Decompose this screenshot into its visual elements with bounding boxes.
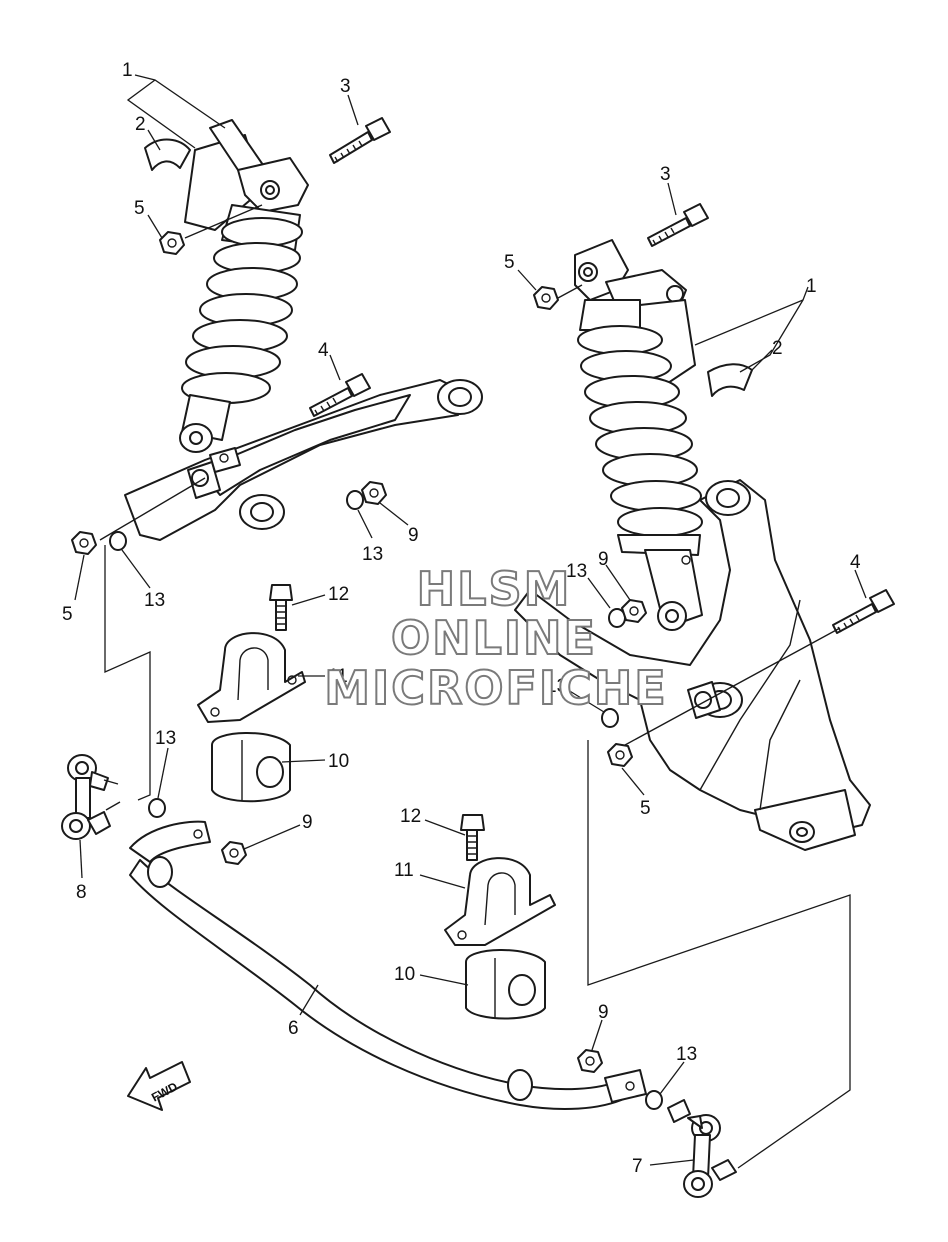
lower-bracket-11[interactable] <box>444 857 556 946</box>
callout-left-nut-5-bottom[interactable]: 5 <box>62 604 73 625</box>
right-lower-arm[interactable] <box>514 479 871 851</box>
right-nut-5-top[interactable] <box>533 286 559 310</box>
callout-left-bolt-3[interactable]: 3 <box>340 76 351 97</box>
watermark-line-1: HLSM <box>417 562 572 616</box>
watermark: HLSM ONLINE MICROFICHE <box>323 561 667 716</box>
link-nut-9[interactable] <box>221 841 247 865</box>
watermark-line-2: ONLINE <box>391 611 597 665</box>
callout-upper-bushing-10[interactable]: 10 <box>328 751 349 772</box>
right-shock-absorber[interactable] <box>574 239 703 631</box>
stabilizer-bar-6[interactable] <box>129 820 647 1111</box>
callout-right-washer-13[interactable]: 13 <box>566 561 587 582</box>
callout-left-link-8[interactable]: 8 <box>76 882 87 903</box>
callout-link-nut-9[interactable]: 9 <box>302 812 313 833</box>
callout-upper-bolt-12[interactable]: 12 <box>328 584 349 605</box>
upper-bolt-12[interactable] <box>269 584 293 631</box>
left-washer-13[interactable] <box>109 531 127 551</box>
callout-right-shock-1[interactable]: 1 <box>806 276 817 297</box>
lower-bolt-12[interactable] <box>460 814 485 861</box>
callout-right-nut-9[interactable]: 9 <box>598 549 609 570</box>
left-shock-absorber[interactable] <box>179 119 309 453</box>
callout-right-nut-9b[interactable]: 9 <box>598 1002 609 1023</box>
right-washer-13b[interactable] <box>601 708 619 728</box>
left-bolt-4[interactable] <box>309 373 371 417</box>
callout-lower-bolt-12[interactable]: 12 <box>400 806 421 827</box>
callout-lower-bushing-10[interactable]: 10 <box>394 964 415 985</box>
right-side-washer-nut-9[interactable] <box>346 481 387 510</box>
upper-bracket-11[interactable] <box>197 632 306 723</box>
callout-lower-bracket-11[interactable]: 11 <box>394 860 414 881</box>
right-shock-label-2 <box>707 363 753 397</box>
right-washer-nut-13-9[interactable] <box>608 599 647 628</box>
callout-left-washer-13b[interactable]: 13 <box>362 544 383 565</box>
callout-right-washer-13c[interactable]: 13 <box>676 1044 697 1065</box>
callout-right-nut-5[interactable]: 5 <box>640 798 651 819</box>
callout-right-shock-2[interactable]: 2 <box>772 338 783 359</box>
callout-left-bolt-4[interactable]: 4 <box>318 340 329 361</box>
link-washer-13[interactable] <box>148 798 166 818</box>
callout-stabilizer-6[interactable]: 6 <box>288 1018 299 1039</box>
right-nut-5[interactable] <box>607 743 633 767</box>
assembly-lines <box>104 545 851 1169</box>
callout-left-shock-2[interactable]: 2 <box>135 114 146 135</box>
left-nut-5-top[interactable] <box>159 231 185 255</box>
callout-right-washer-13b[interactable]: 13 <box>546 676 567 697</box>
callout-left-nut-9[interactable]: 9 <box>408 525 419 546</box>
left-stabilizer-link-8[interactable] <box>61 754 121 840</box>
leader-lines <box>74 74 867 1166</box>
upper-bushing-10[interactable] <box>211 732 291 803</box>
left-shock-label-2 <box>144 138 191 171</box>
left-nut-5-bottom[interactable] <box>71 531 97 555</box>
callout-left-shock-1[interactable]: 1 <box>122 60 133 81</box>
right-bolt-4[interactable] <box>832 589 895 634</box>
fwd-arrow: FWD <box>127 1061 191 1111</box>
callout-right-shock-5[interactable]: 5 <box>504 252 515 273</box>
callouts: 1 2 3 5 4 5 13 9 13 12 11 10 13 9 8 3 5 … <box>62 60 861 1177</box>
callout-right-shock-3[interactable]: 3 <box>660 164 671 185</box>
right-washer-nut-9-13[interactable] <box>577 1049 663 1110</box>
callout-right-link-7[interactable]: 7 <box>632 1156 643 1177</box>
callout-left-washer-13[interactable]: 13 <box>144 590 165 611</box>
callout-link-washer-13[interactable]: 13 <box>155 728 176 749</box>
left-lower-arm[interactable] <box>124 379 483 541</box>
watermark-line-3: MICROFICHE <box>324 661 667 715</box>
left-bolt-3[interactable] <box>329 117 391 164</box>
right-stabilizer-link-7[interactable] <box>667 1099 737 1198</box>
right-bolt-3[interactable] <box>647 203 709 247</box>
callout-upper-bracket-11[interactable]: 11 <box>328 666 348 687</box>
lower-bushing-10[interactable] <box>465 949 546 1020</box>
callout-left-nut-5-top[interactable]: 5 <box>134 198 145 219</box>
callout-right-bolt-4[interactable]: 4 <box>850 552 861 573</box>
